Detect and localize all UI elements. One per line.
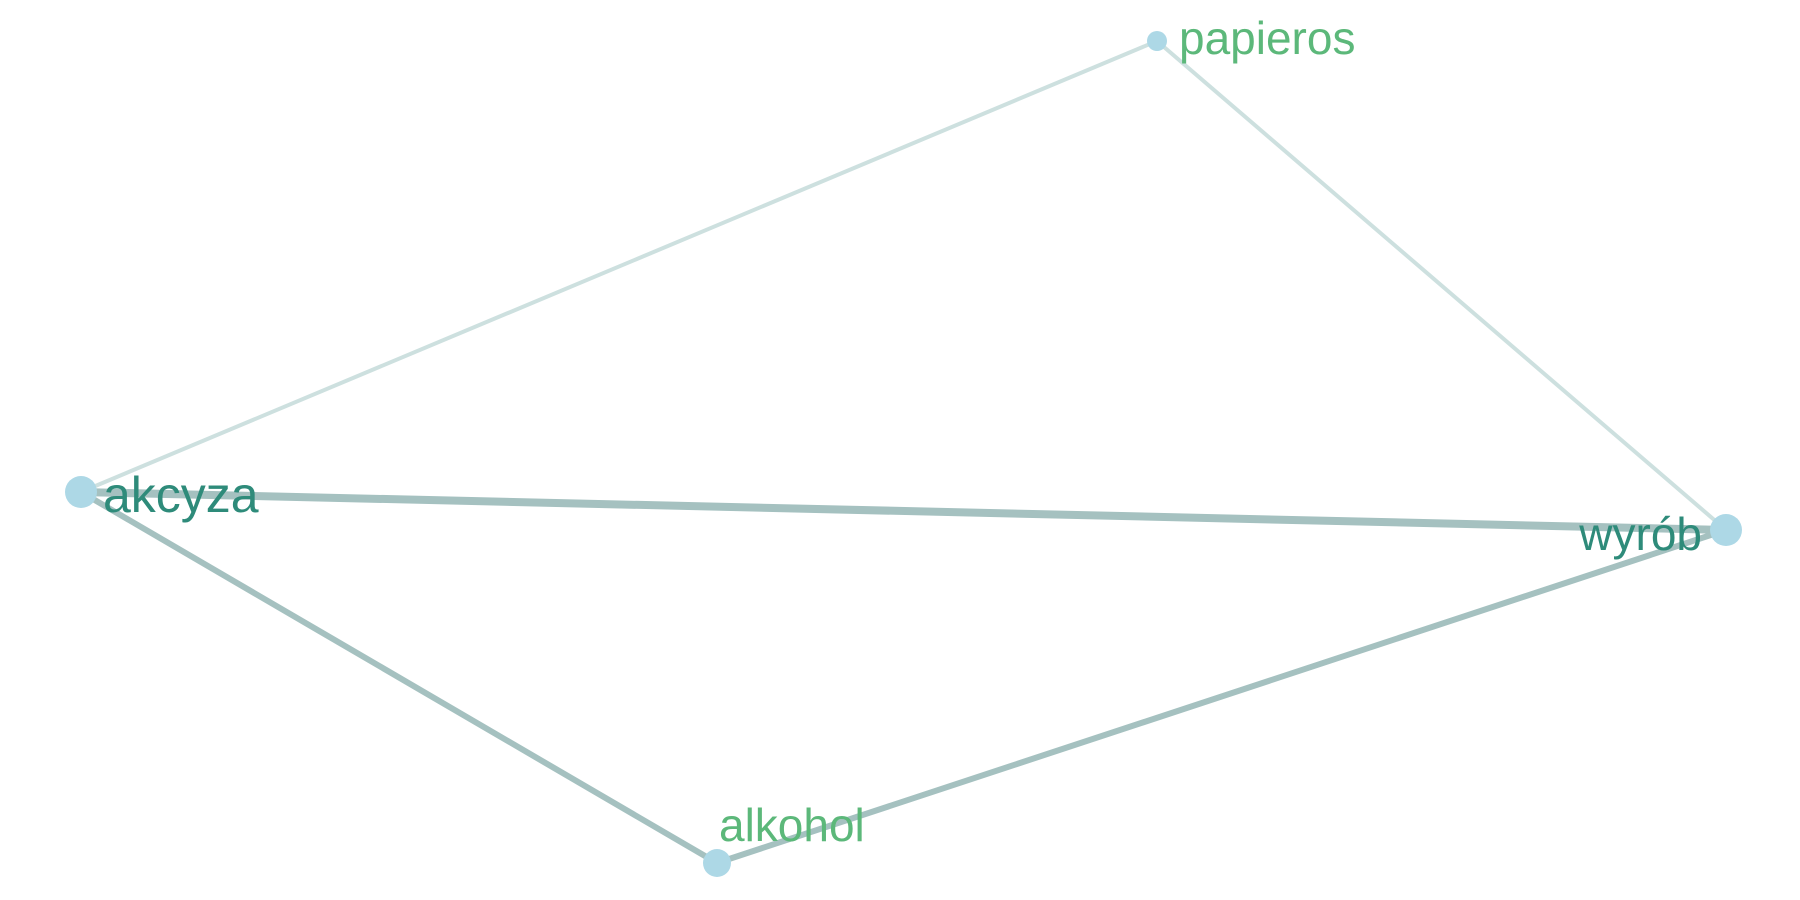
node-wyrob[interactable] [1710,514,1742,546]
label-layer: akcyza wyrób papieros alkohol [103,12,1702,851]
node-label-papieros: papieros [1179,12,1355,64]
node-label-alkohol: alkohol [719,799,865,851]
edge-layer [77,39,1730,866]
node-alkohol[interactable] [703,849,731,877]
edge-papieros-wyrob [1155,39,1728,532]
edge-akcyza-wyrob [77,488,1730,534]
edge-akcyza-papieros [79,39,1159,494]
node-label-wyrob: wyrób [1578,508,1702,560]
edge-alkohol-wyrob [714,527,1729,866]
node-papieros[interactable] [1147,31,1167,51]
node-label-akcyza: akcyza [103,467,259,523]
node-layer [65,31,1742,877]
node-akcyza[interactable] [65,476,97,508]
edge-akcyza-alkohol [78,489,720,866]
